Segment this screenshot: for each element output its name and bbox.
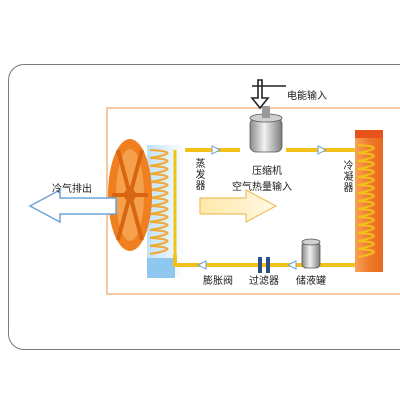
evaporator-label: 蒸发器: [193, 158, 204, 191]
flow-arrows: [196, 145, 328, 270]
cold-air-arrow: [28, 188, 117, 224]
cold-air-out-label: 冷气排出: [52, 184, 92, 195]
flow-arrow-1: [211, 145, 222, 155]
compressor-label: 压缩机: [252, 166, 282, 177]
evaporator-base: [147, 258, 175, 278]
condenser-label: 冷凝器: [341, 160, 352, 193]
power-arrow-icon: [250, 79, 286, 110]
expansion-valve-label: 膨胀阀: [203, 276, 233, 287]
flow-arrow-3: [196, 260, 207, 270]
flow-arrow-2: [317, 145, 328, 155]
air-heat-arrow: [199, 189, 278, 223]
compressor-icon: [249, 106, 283, 153]
power-input-label: 电能输入: [287, 91, 327, 102]
fan-icon: [108, 139, 152, 251]
condenser-icon: [355, 130, 383, 272]
receiver-label: 储液罐: [296, 276, 326, 287]
filter-icon: [258, 257, 270, 273]
filter-label: 过滤器: [249, 276, 279, 287]
receiver-icon: [301, 238, 321, 269]
flow-arrow-4: [286, 260, 297, 270]
evaporator-coil: [149, 149, 169, 255]
air-heat-input-label: 空气热量输入: [232, 182, 292, 193]
